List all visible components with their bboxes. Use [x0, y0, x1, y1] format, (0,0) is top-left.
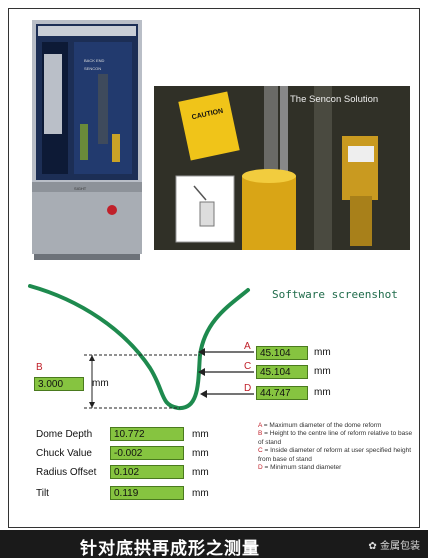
- measurement-unit: mm: [192, 488, 209, 499]
- letter-a: A: [244, 341, 251, 352]
- machine-photo: BACK END SENCON SIGHT: [28, 14, 146, 272]
- figure-caption: 针对底拱再成形之测量: [80, 539, 260, 559]
- measurement-value: 0.102: [110, 465, 184, 479]
- sencon-illustration: CAUTION: [154, 86, 410, 250]
- letter-d: D: [244, 383, 252, 394]
- wechat-icon: ✿: [368, 541, 377, 552]
- legend: A = Maximum diameter of the dome reform …: [258, 422, 418, 472]
- measurement-value: 0.119: [110, 486, 184, 500]
- b-unit: mm: [92, 378, 109, 389]
- legend-key: B: [258, 430, 263, 438]
- legend-text: = Height to the centre line of reform re…: [258, 430, 413, 446]
- measurement-unit: mm: [192, 467, 209, 478]
- legend-item: B = Height to the centre line of reform …: [258, 430, 418, 447]
- legend-item: D = Minimum stand diameter: [258, 464, 418, 472]
- machine-panel-text: SENCON: [84, 66, 101, 71]
- watermark-text: 金属包装: [380, 541, 420, 552]
- d-value-field: 44.747: [256, 386, 308, 400]
- measurement-label: Chuck Value: [36, 448, 92, 459]
- sencon-photo: CAUTION The Sencon Solution: [154, 86, 410, 250]
- emergency-stop-icon: [107, 205, 117, 215]
- legend-key: D: [258, 464, 263, 472]
- legend-key: A: [258, 422, 262, 429]
- legend-key: C: [258, 447, 263, 455]
- legend-item: A = Maximum diameter of the dome reform: [258, 422, 418, 430]
- software-title: Software screenshot: [272, 288, 398, 301]
- caption-bar: 针对底拱再成形之测量 ✿ 金属包装: [0, 530, 428, 559]
- a-unit: mm: [314, 347, 331, 358]
- measurement-unit: mm: [192, 448, 209, 459]
- watermark: ✿ 金属包装: [368, 537, 420, 552]
- photo-caption: The Sencon Solution: [290, 94, 379, 105]
- machine-illustration: BACK END SENCON SIGHT: [28, 14, 146, 272]
- legend-item: C = Inside diameter of reform at user sp…: [258, 447, 418, 464]
- dome-profile-curve: [28, 284, 250, 411]
- a-value-field: 45.104: [256, 346, 308, 360]
- legend-text: = Minimum stand diameter: [264, 464, 342, 472]
- legend-text: = Maximum diameter of the dome reform: [263, 422, 382, 429]
- c-value-field: 45.104: [256, 365, 308, 379]
- c-unit: mm: [314, 366, 331, 377]
- machine-panel-text: BACK END: [84, 58, 105, 63]
- measurement-unit: mm: [192, 429, 209, 440]
- letter-b: B: [36, 362, 43, 373]
- machine-panel-text: SIGHT: [74, 186, 87, 191]
- d-unit: mm: [314, 387, 331, 398]
- measurement-label: Tilt: [36, 488, 49, 499]
- b-value-field: 3.000: [34, 377, 84, 391]
- letter-c: C: [244, 361, 252, 372]
- measurement-value: -0.002: [110, 446, 184, 460]
- legend-text: = Inside diameter of reform at user spec…: [258, 447, 412, 463]
- measurement-label: Radius Offset: [36, 467, 97, 478]
- measurement-value: 10.772: [110, 427, 184, 441]
- measurement-label: Dome Depth: [36, 429, 93, 440]
